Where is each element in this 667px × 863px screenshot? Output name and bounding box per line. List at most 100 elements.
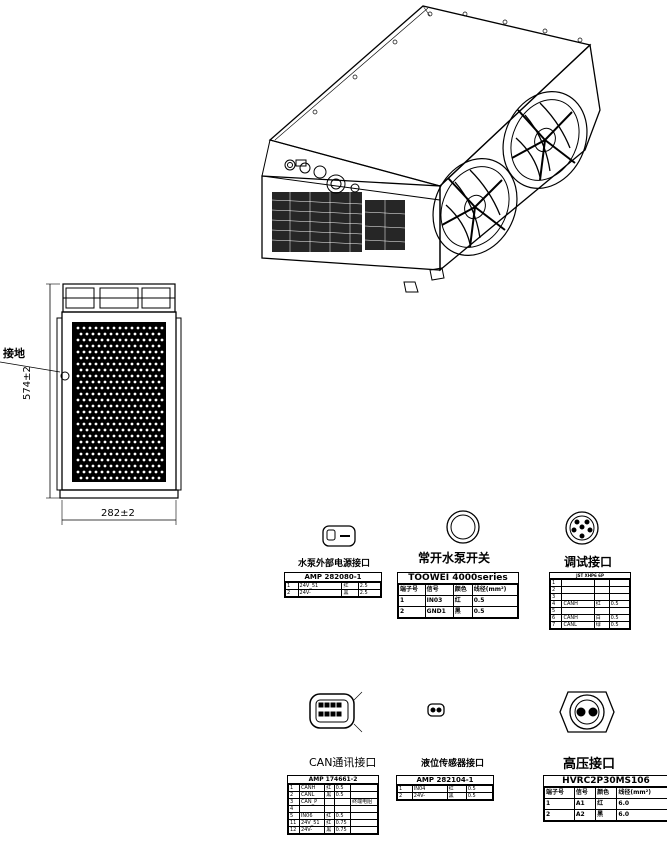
- table-cell: 红: [452, 595, 473, 607]
- vent-dot: [151, 452, 155, 456]
- vent-dot: [154, 446, 158, 450]
- debug-title: 调试接口: [564, 555, 613, 569]
- vent-dot: [151, 368, 155, 372]
- table-row: 5: [549, 607, 631, 615]
- vent-dot: [85, 452, 89, 456]
- connector-icon-high-voltage: [559, 691, 615, 733]
- vent-dot: [85, 344, 89, 348]
- vent-dot: [79, 440, 83, 444]
- table-cell: 1: [285, 582, 299, 590]
- vent-dot: [157, 404, 161, 408]
- debug-part: JST XHP6 6P: [550, 573, 630, 579]
- table-cell: 红: [593, 600, 610, 608]
- vent-dot: [106, 338, 110, 342]
- vent-dot: [121, 404, 125, 408]
- vent-dot: [160, 434, 164, 438]
- table-cell: 1: [544, 798, 575, 810]
- vent-dot: [127, 452, 131, 456]
- table-row: 4: [288, 805, 378, 813]
- vent-dot: [118, 422, 122, 426]
- vent-dot: [82, 458, 86, 462]
- vent-dot: [133, 428, 137, 432]
- ground-label: 接地: [3, 347, 25, 360]
- table-cell: 黑: [324, 791, 335, 799]
- vent-dot: [112, 434, 116, 438]
- vent-dot: [118, 470, 122, 474]
- vent-dot: [136, 386, 140, 390]
- vent-dot: [103, 428, 107, 432]
- table-cell: [350, 812, 378, 820]
- vent-dot: [76, 398, 80, 402]
- table-cell: CANH: [298, 784, 326, 792]
- table-cell: [561, 593, 595, 601]
- vent-dot: [133, 452, 137, 456]
- vent-dot: [112, 350, 116, 354]
- width-dimension: 282±2: [101, 508, 135, 519]
- connector-icon-pump-power: [322, 525, 356, 547]
- vent-dot: [109, 440, 113, 444]
- vent-dot: [91, 356, 95, 360]
- vent-dot: [118, 398, 122, 402]
- vent-dot: [124, 446, 128, 450]
- table-cell: 2.5: [357, 589, 382, 597]
- vent-dot: [130, 434, 134, 438]
- vent-dot: [151, 332, 155, 336]
- table-cell: [608, 586, 631, 594]
- vent-dot: [97, 452, 101, 456]
- vent-dot: [103, 380, 107, 384]
- vent-dot: [151, 404, 155, 408]
- table-cell: 2: [285, 589, 299, 597]
- vent-dot: [142, 446, 146, 450]
- vent-dot: [100, 374, 104, 378]
- table-cell: 0.5: [333, 784, 352, 792]
- vent-dot: [85, 404, 89, 408]
- table-cell: 1: [549, 579, 563, 587]
- vent-dot: [94, 362, 98, 366]
- table-cell: [593, 579, 610, 587]
- table-cell: [298, 805, 326, 813]
- vent-dot: [94, 374, 98, 378]
- front-vent-dots: [76, 326, 164, 480]
- vent-dot: [145, 380, 149, 384]
- vent-dot: [112, 362, 116, 366]
- table-cell: 信号: [424, 584, 454, 596]
- vent-dot: [145, 452, 149, 456]
- vent-dot: [82, 362, 86, 366]
- table-cell: 颜色: [452, 584, 473, 596]
- vent-dot: [100, 338, 104, 342]
- vent-dot: [160, 338, 164, 342]
- vent-dot: [145, 428, 149, 432]
- vent-dot: [124, 458, 128, 462]
- vent-dot: [85, 392, 89, 396]
- vent-dot: [82, 386, 86, 390]
- vent-dot: [112, 470, 116, 474]
- table-cell: IN04: [411, 785, 448, 793]
- vent-dot: [160, 446, 164, 450]
- vent-dot: [127, 404, 131, 408]
- table-cell: 11: [288, 819, 300, 827]
- can-part: AMP 174661-2: [288, 776, 378, 784]
- vent-dot: [85, 464, 89, 468]
- vent-dot: [103, 344, 107, 348]
- vent-dot: [97, 356, 101, 360]
- vent-dot: [139, 440, 143, 444]
- vent-dot: [94, 386, 98, 390]
- vent-dot: [91, 476, 95, 480]
- vent-dot: [118, 362, 122, 366]
- vent-dot: [142, 422, 146, 426]
- vent-dot: [103, 404, 107, 408]
- vent-dot: [91, 404, 95, 408]
- vent-dot: [148, 434, 152, 438]
- vent-dot: [127, 368, 131, 372]
- table-cell: 颜色: [595, 787, 618, 799]
- vent-dot: [79, 368, 83, 372]
- vent-dot: [106, 326, 110, 330]
- vent-dot: [154, 386, 158, 390]
